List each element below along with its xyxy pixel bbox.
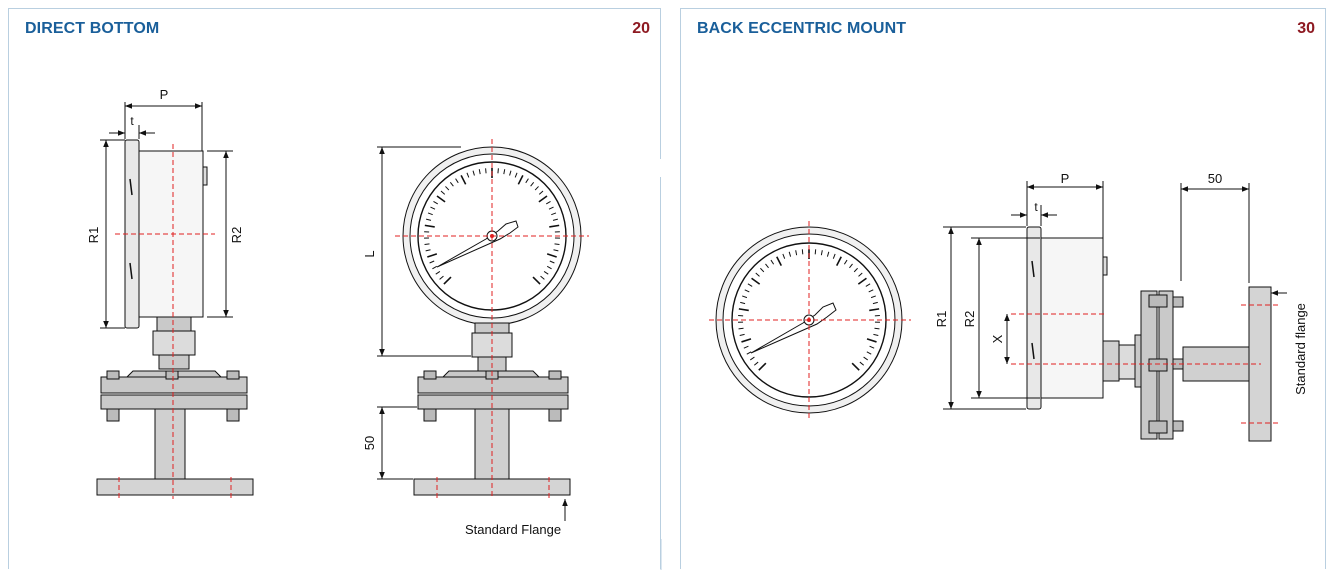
scale-tick: [555, 244, 560, 245]
dim-label-x: X: [990, 334, 1005, 343]
note-standard-flange: Standard flange: [1293, 303, 1308, 395]
direct-bottom-drawing: P t R1 R2: [9, 9, 662, 570]
back-eccentric-drawing: P t R1 R2 X 50 Standard flange: [681, 9, 1327, 570]
scale-tick: [425, 244, 430, 245]
side-view-gauge: [1027, 227, 1271, 441]
panel-back-eccentric-mount: BACK ECCENTRIC MOUNT 30: [680, 8, 1326, 569]
dim-label-r2: R2: [229, 227, 244, 244]
side-view-flanges: [97, 371, 253, 495]
note-standard-flange: Standard Flange: [465, 522, 561, 537]
dim-label-t: t: [1034, 200, 1038, 214]
dim-label-p: P: [160, 87, 169, 102]
panel-direct-bottom: DIRECT BOTTOM 20: [8, 8, 661, 569]
dim-label-t: t: [130, 114, 134, 128]
scale-tick: [874, 328, 879, 329]
dim-label-p: P: [1061, 171, 1070, 186]
dim-label-r1: R1: [934, 311, 949, 328]
dim-label-50: 50: [1208, 171, 1222, 186]
dim-label-50: 50: [362, 436, 377, 450]
scale-tick: [739, 328, 744, 329]
dim-label-r2: R2: [962, 311, 977, 328]
dim-label-r1: R1: [86, 227, 101, 244]
dim-label-l: L: [362, 250, 377, 257]
